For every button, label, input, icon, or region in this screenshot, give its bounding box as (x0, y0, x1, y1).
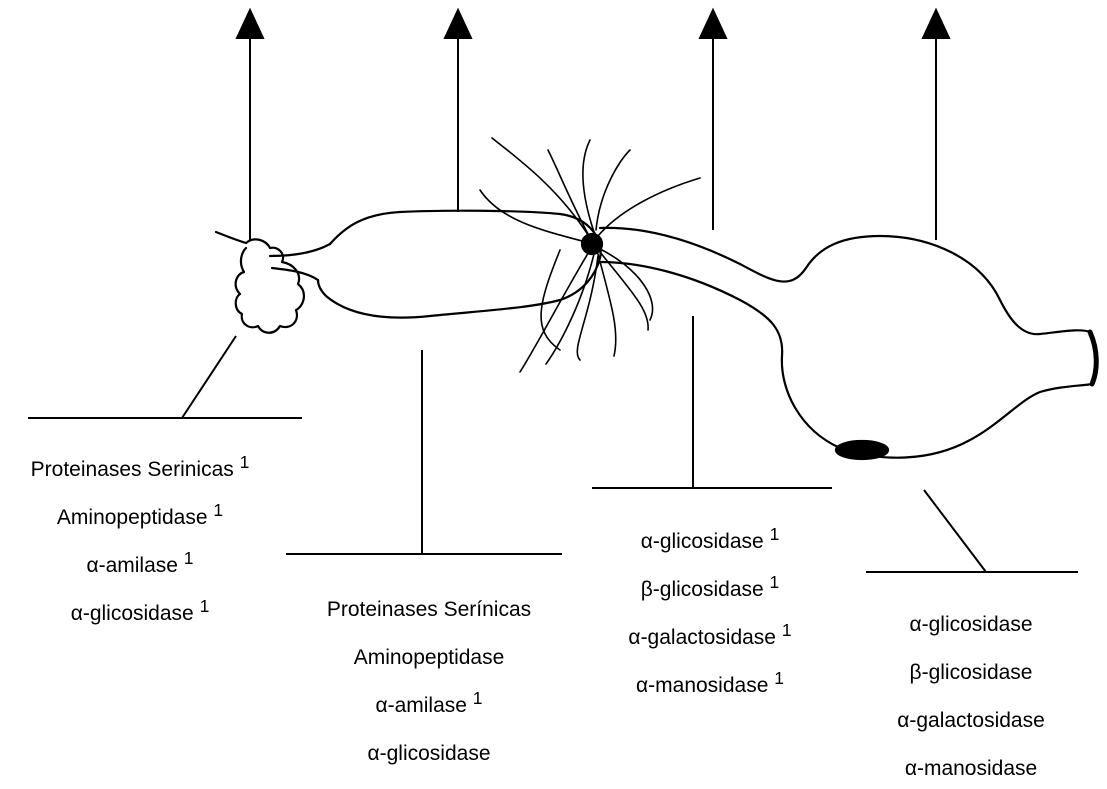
crop-outline (216, 232, 304, 333)
rectal-pad (836, 441, 888, 459)
enzyme-item: α-amilase 1 (284, 678, 574, 726)
arrowhead-crop (237, 10, 263, 38)
gut-illustration (216, 138, 1096, 459)
enzyme-item: α-manosidase 1 (590, 658, 830, 706)
callout-rectum-stem (924, 490, 986, 572)
enzyme-item: β-glicosidase (866, 645, 1076, 693)
enzyme-item: α-amilase 1 (0, 538, 280, 586)
enzyme-list-crop: Proteinases Serinicas 1 Aminopeptidase 1… (0, 442, 280, 634)
enzyme-item: α-glicosidase 1 (590, 514, 830, 562)
enzyme-item: α-manosidase (866, 741, 1076, 789)
enzyme-item: Proteinases Serínicas (284, 582, 574, 630)
enzyme-item: α-galactosidase (866, 693, 1076, 741)
arrowhead-midgut (445, 10, 471, 38)
arrowhead-rectum (923, 10, 949, 38)
junction-dot (582, 234, 602, 254)
enzyme-item: α-glicosidase (866, 597, 1076, 645)
enzyme-list-midgut: Proteinases Serínicas Aminopeptidase α-a… (284, 582, 574, 774)
up-arrows (237, 10, 949, 240)
midgut-outline (318, 211, 601, 318)
enzyme-item: α-galactosidase 1 (590, 610, 830, 658)
enzyme-item: Proteinases Serinicas 1 (0, 442, 280, 490)
enzyme-list-rectum: α-glicosidase β-glicosidase α-galactosid… (866, 597, 1076, 789)
enzyme-item: Aminopeptidase (284, 630, 574, 678)
enzyme-list-hindgut: α-glicosidase 1 β-glicosidase 1 α-galact… (590, 514, 830, 706)
enzyme-item: Aminopeptidase 1 (0, 490, 280, 538)
callout-crop-stem (182, 336, 236, 418)
rectum-end (1090, 332, 1096, 384)
enzyme-item: α-glicosidase 1 (0, 586, 280, 634)
hindgut-outline (600, 228, 1092, 458)
malpighian-tubules (480, 138, 700, 372)
enzyme-item: α-glicosidase (284, 726, 574, 774)
enzyme-item: β-glicosidase 1 (590, 562, 830, 610)
arrowhead-hindgut (700, 10, 726, 38)
